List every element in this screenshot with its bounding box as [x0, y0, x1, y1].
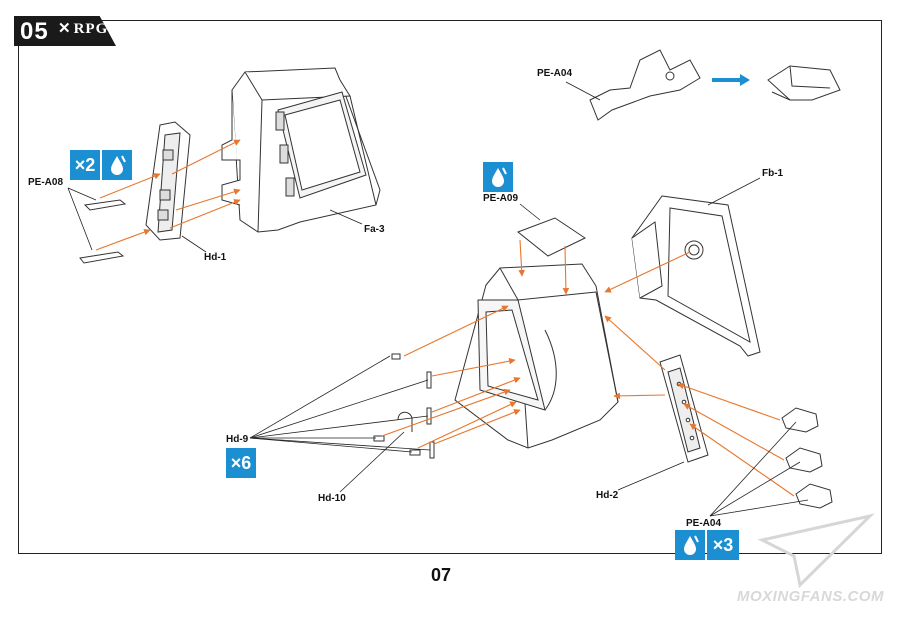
page-frame — [18, 20, 882, 554]
label-hd-1: Hd-1 — [204, 252, 227, 263]
part-pe-a09 — [517, 217, 587, 257]
part-pe-a04-clips — [781, 407, 833, 509]
part-hd-2 — [659, 354, 709, 463]
label-fa-3: Fa-3 — [364, 224, 385, 235]
brand-name: RPG — [73, 21, 109, 37]
transform-arrow-head — [740, 74, 750, 86]
step-number: 05 — [20, 18, 49, 45]
part-pe-a04-folded — [767, 65, 841, 101]
glue-badge — [102, 150, 132, 180]
glue-badge-pe-a04 — [675, 530, 705, 560]
part-hd-9-pins — [373, 353, 435, 459]
page-number: 07 — [431, 565, 452, 585]
label-fb-1: Fb-1 — [762, 168, 784, 179]
part-fb-1 — [631, 195, 761, 357]
quantity-badge-x6: ×6 — [226, 448, 256, 478]
quantity-badge-x2: ×2 — [70, 150, 100, 180]
glue-drop-icon — [684, 535, 699, 555]
part-pe-a04-flat — [589, 49, 701, 121]
label-pe-a04-bottom: PE-A04 — [686, 518, 722, 529]
watermark-text: MOXINGFANS.COM — [737, 588, 885, 605]
glue-badge-pe-a09 — [483, 162, 513, 192]
label-pe-a04-top: PE-A04 — [537, 68, 573, 79]
assembly-arrows — [95, 139, 795, 497]
glue-drop-icon — [111, 155, 126, 175]
part-fa-3 — [221, 67, 381, 233]
part-main-cabinet — [454, 263, 619, 449]
brand-logo: ✕RPG — [58, 19, 108, 38]
glue-drop-icon — [492, 167, 507, 187]
quantity-badge-x3: ×3 — [707, 530, 739, 560]
label-hd-10: Hd-10 — [318, 493, 346, 504]
label-hd-9: Hd-9 — [226, 434, 249, 445]
part-pe-a08 — [79, 199, 127, 264]
part-hd-1 — [145, 121, 191, 241]
step-header-tab: 05 ✕RPG — [14, 16, 116, 46]
label-pe-a08: PE-A08 — [28, 177, 64, 188]
label-pe-a09: PE-A09 — [483, 193, 519, 204]
brand-cross-icon: ✕ — [58, 21, 72, 37]
leader-lines — [67, 81, 809, 517]
label-hd-2: Hd-2 — [596, 490, 619, 501]
watermark-plane-icon — [757, 513, 875, 589]
